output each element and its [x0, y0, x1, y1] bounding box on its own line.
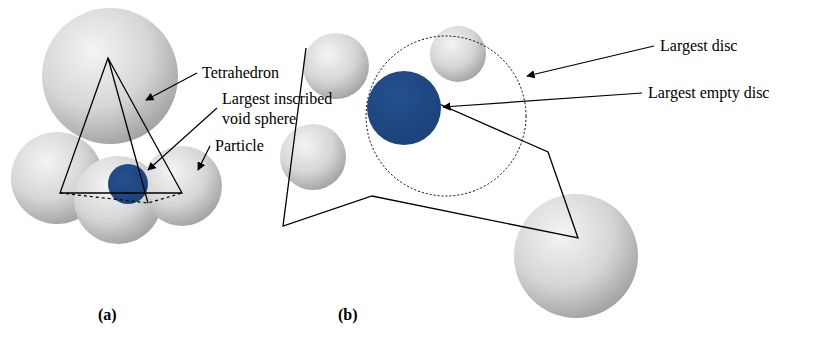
part-label: Largest disc: [660, 36, 737, 56]
leader-lines: [146, 46, 654, 170]
particle-disc: [280, 124, 346, 190]
particle-sphere: [142, 146, 222, 226]
particle-disc: [303, 33, 369, 99]
void-sphere: [108, 164, 148, 204]
leader-arrow: [146, 73, 197, 100]
leader-arrow: [148, 108, 217, 170]
part-label: Largest empty disc: [648, 83, 769, 103]
part-label: Largest inscribed void sphere: [222, 89, 350, 129]
panel-label: (b): [338, 305, 358, 325]
panel-label: (a): [98, 305, 117, 325]
leader-arrow: [198, 146, 210, 170]
particle-disc: [430, 26, 486, 82]
largest-disc: [366, 36, 526, 196]
particle-sphere: [42, 8, 178, 144]
particle-disc: [514, 194, 638, 318]
panel-a-figure: [11, 8, 222, 244]
triangulation-edges: [283, 48, 578, 238]
tetrahedron-edges: [60, 58, 182, 203]
leader-arrow: [527, 46, 654, 76]
panel-b-figure: [280, 26, 638, 318]
part-label: Tetrahedron: [202, 63, 279, 83]
empty-disc: [367, 71, 441, 145]
leader-arrow: [443, 93, 642, 107]
part-label: Particle: [215, 136, 264, 156]
tetrahedron-hidden-edges: [60, 193, 182, 203]
